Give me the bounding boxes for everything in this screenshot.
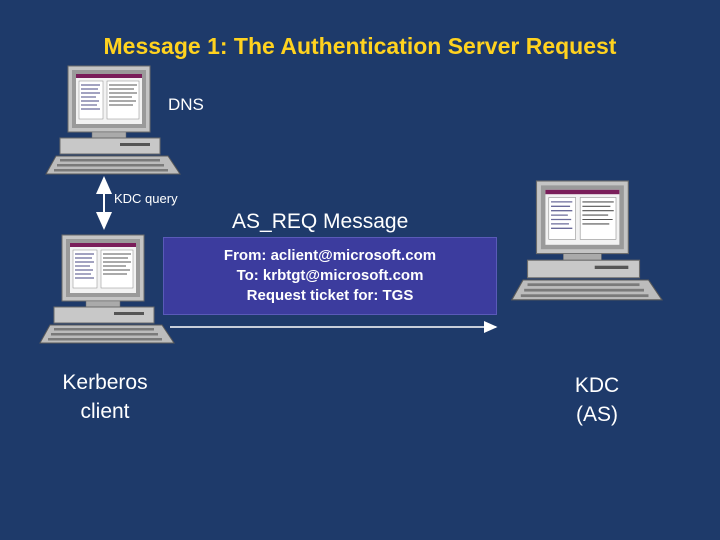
kdc-computer-icon <box>511 180 663 301</box>
dns-label: DNS <box>168 95 204 114</box>
kdc-query-label: KDC query <box>114 191 178 206</box>
message-box: From: aclient@microsoft.com To: krbtgt@m… <box>163 237 497 315</box>
kerberos-client-label: Kerberos client <box>35 368 175 426</box>
kdc-label-line1: KDC <box>574 374 620 397</box>
as-req-message-label: AS_REQ Message <box>232 210 409 233</box>
dns-server-computer-icon <box>45 65 181 175</box>
kdc-label-line2: (AS) <box>576 403 618 426</box>
kdc-label: KDC (AS) <box>527 371 667 429</box>
message-request-line: Request ticket for: TGS <box>246 287 414 304</box>
client-label-line2: client <box>80 400 130 423</box>
client-label-line1: Kerberos <box>62 371 148 394</box>
kerberos-client-computer-icon <box>39 234 175 344</box>
message-from-line: From: aclient@microsoft.com <box>223 247 437 264</box>
message-to-line: To: krbtgt@microsoft.com <box>236 267 424 284</box>
slide-title: Message 1: The Authentication Server Req… <box>103 33 617 59</box>
